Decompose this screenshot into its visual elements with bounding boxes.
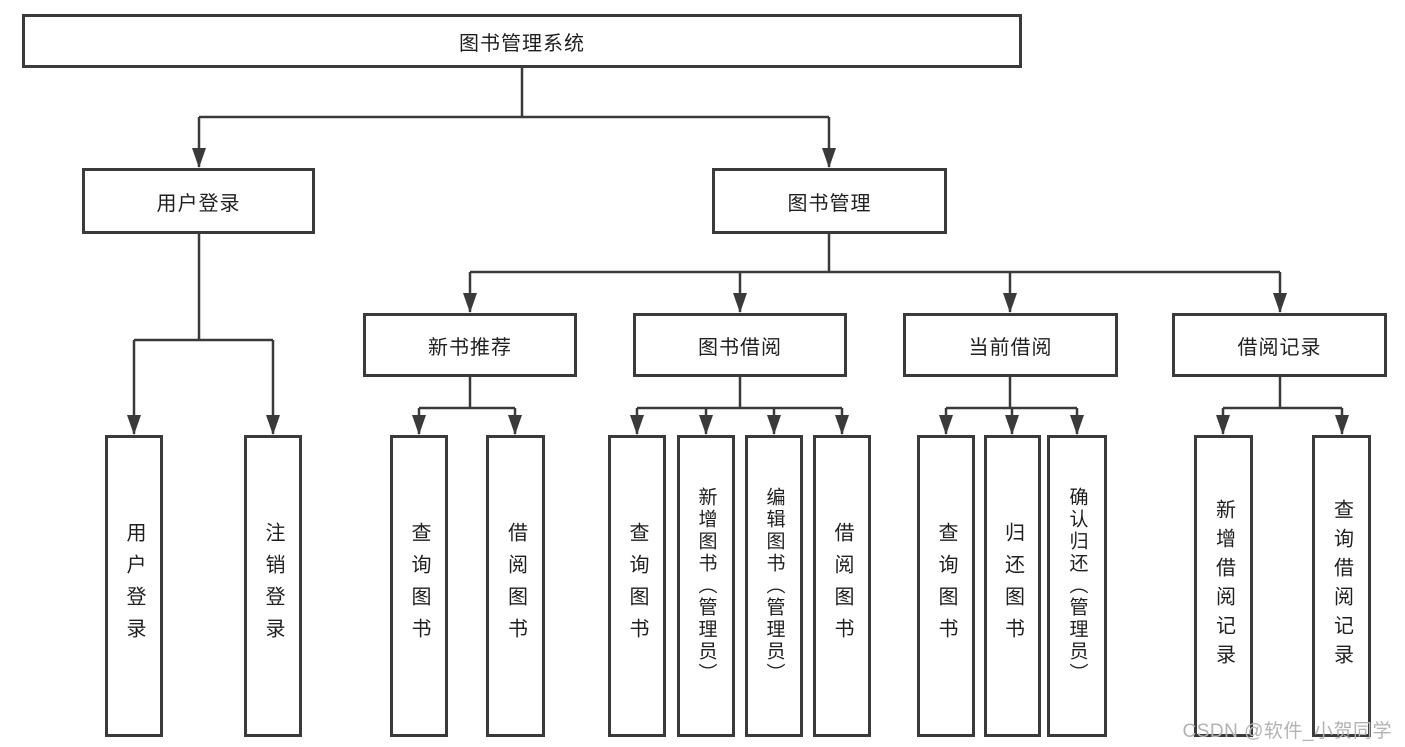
node-book-management: 图书管理 <box>712 168 947 234</box>
node-new-book-recommend: 新书推荐 <box>363 313 577 377</box>
leaf-borrowing-edit-books-admin: 编辑图书（管理员） <box>745 435 803 737</box>
leaf-borrowing-add-books-admin: 新增图书（管理员） <box>677 435 735 737</box>
node-user-login: 用户登录 <box>82 168 315 234</box>
leaf-recommend-borrow-books: 借阅图书 <box>486 435 545 737</box>
node-borrowing-records: 借阅记录 <box>1172 313 1387 377</box>
leaf-current-query-books: 查询图书 <box>917 435 975 737</box>
leaf-records-add-record: 新增借阅记录 <box>1194 435 1253 737</box>
leaf-records-query-record: 查询借阅记录 <box>1312 435 1371 737</box>
node-current-borrowing: 当前借阅 <box>903 313 1118 377</box>
leaf-recommend-query-books: 查询图书 <box>390 435 448 737</box>
node-root-system: 图书管理系统 <box>22 14 1022 68</box>
node-book-borrowing: 图书借阅 <box>633 313 847 377</box>
leaf-current-confirm-return-admin: 确认归还（管理员） <box>1047 435 1107 737</box>
csdn-watermark: CSDN @软件_小贺同学 <box>1182 721 1392 742</box>
leaf-borrowing-borrow-books: 借阅图书 <box>813 435 871 737</box>
leaf-borrowing-query-books: 查询图书 <box>608 435 666 737</box>
leaf-user-logout: 注销登录 <box>244 435 302 737</box>
leaf-user-login: 用户登录 <box>105 435 163 737</box>
leaf-current-return-books: 归还图书 <box>984 435 1041 737</box>
